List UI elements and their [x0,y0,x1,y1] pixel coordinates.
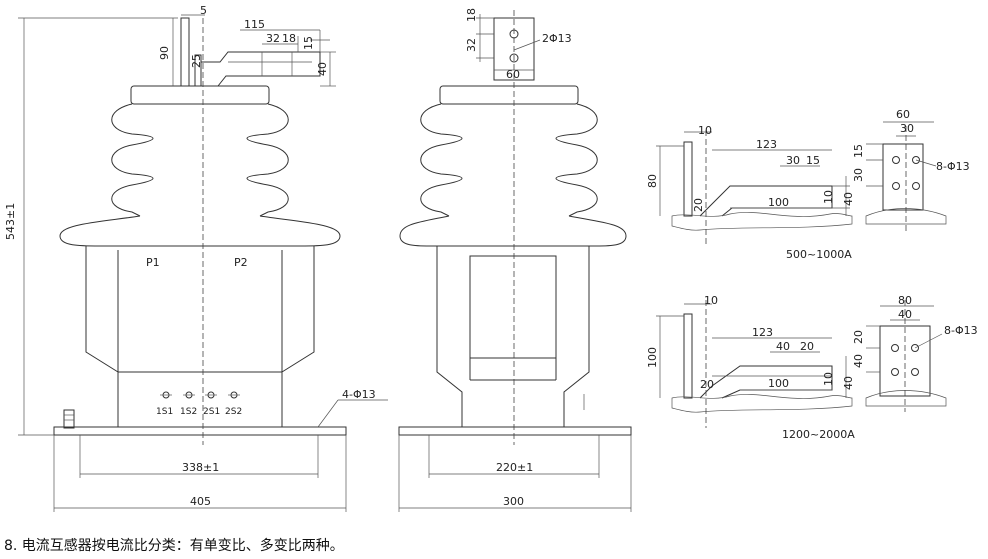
detail-500-1000 [656,121,947,245]
side-dim-hole: 2Φ13 [542,32,572,45]
dim-top-15: 15 [302,36,315,50]
d1200-dim-100: 100 [646,347,659,368]
label-p1: P1 [146,256,160,269]
dim-top-32: 32 [266,32,280,45]
label-1s2: 1S2 [180,407,197,417]
d500-dim-20: 20 [692,198,705,212]
dim-base-338: 338±1 [182,461,219,474]
dim-top-40: 40 [316,62,329,76]
dim-top-25: 25 [190,54,203,68]
d500-plate-15: 15 [852,144,865,158]
side-dim-32: 32 [465,38,478,52]
d500-dim-30: 30 [786,154,800,167]
front-view [18,14,388,512]
d500-dim-80: 80 [646,174,659,188]
d500-plate-60: 60 [896,108,910,121]
side-view [398,10,632,512]
base-plate [53,426,347,436]
d500-dim-15: 15 [806,154,820,167]
lower-shed [59,215,341,247]
dim-base-405: 405 [190,495,211,508]
d1200-dim-10: 10 [704,294,718,307]
d1200-dim-100b: 100 [768,377,789,390]
d1200-plate-40: 40 [898,308,912,321]
body-outline [85,246,315,427]
d1200-dim-20b: 20 [700,378,714,391]
range-500-1000: 500~1000A [786,248,852,261]
d1200-plate-20: 20 [852,330,865,344]
secondary-terminals [160,391,240,399]
d1200-dim-10b: 10 [822,372,835,386]
label-p2: P2 [234,256,248,269]
dim-top-18: 18 [282,32,296,45]
d1200-plate-40v: 40 [852,354,865,368]
side-dim-220: 220±1 [496,461,533,474]
primary-terminal-left [180,17,190,87]
side-dim-60: 60 [506,68,520,81]
terminal-plate [493,17,535,81]
d1200-plate-80: 80 [898,294,912,307]
side-dim-18: 18 [465,8,478,22]
d500-dim-100: 100 [768,196,789,209]
top-cap [130,85,270,105]
label-2s1: 2S1 [203,407,220,417]
d1200-plate-hole: 8-Φ13 [944,324,978,337]
d500-plate-30: 30 [900,122,914,135]
label-1s1: 1S1 [156,407,173,417]
caption: 8. 电流互感器按电流比分类：有单变比、多变比两种。 [4,538,344,554]
primary-terminal-right [201,51,321,87]
detail-1200-2000 [656,300,947,428]
d500-dim-10: 10 [698,124,712,137]
side-dim-300: 300 [503,495,524,508]
insulator-sheds [111,103,289,217]
d1200-dim-123: 123 [752,326,773,339]
dim-hole: 4-Φ13 [342,388,376,401]
d1200-dim-40: 40 [776,340,790,353]
label-2s2: 2S2 [225,407,242,417]
d500-plate-hole: 8-Φ13 [936,160,970,173]
d500-dim-10b: 10 [822,190,835,204]
d500-dim-40: 40 [842,192,855,206]
d1200-dim-40b: 40 [842,376,855,390]
dim-top-115: 115 [244,18,265,31]
dim-height: 543±1 [4,203,17,240]
dim-top-90: 90 [158,46,171,60]
d1200-dim-20: 20 [800,340,814,353]
d500-dim-123: 123 [756,138,777,151]
range-1200-2000: 1200~2000A [782,428,855,441]
ground-terminal [63,409,75,429]
dim-top-5: 5 [200,4,207,17]
d500-plate-30v: 30 [852,168,865,182]
